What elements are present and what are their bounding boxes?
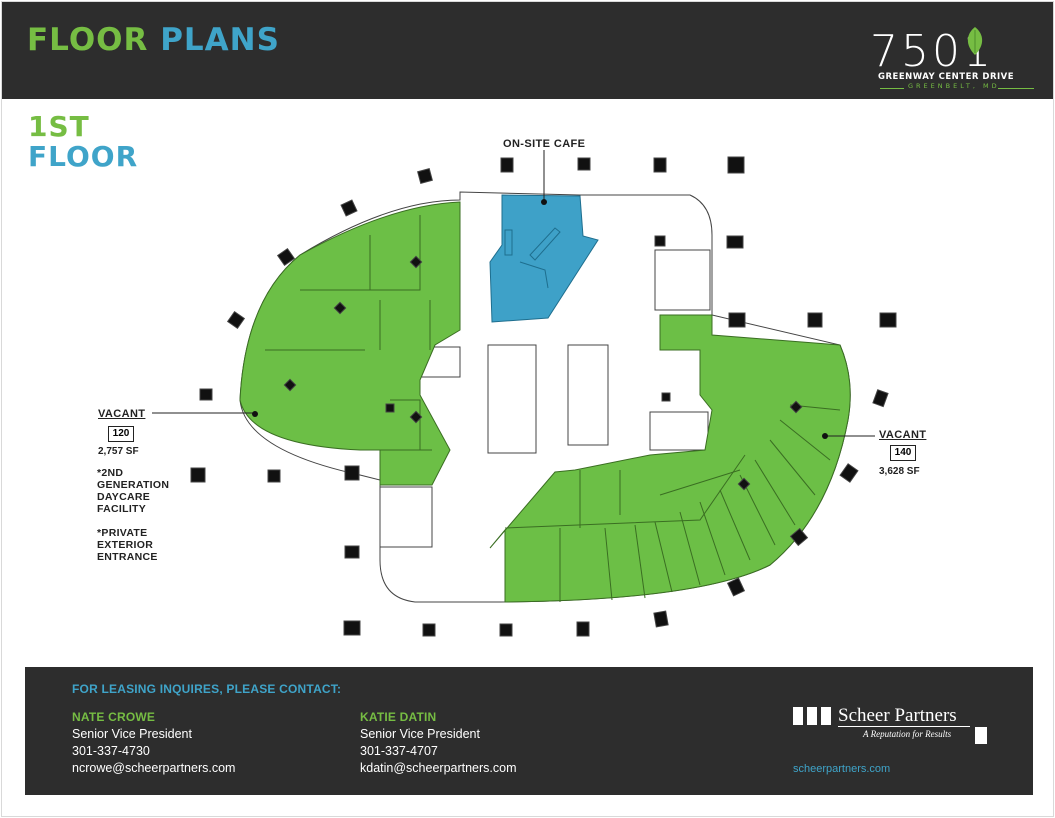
suite-120-number: 120 [108,426,134,442]
brand-tagline: A Reputation for Results [863,729,952,739]
contact-title: Senior Vice President [72,727,192,741]
contact-card: KATIE DATIN Senior Vice President 301-33… [360,710,517,775]
logo-divider-right [998,88,1034,89]
logo-block [793,707,803,725]
floor-word: FLOOR [28,140,139,173]
scheer-partners-logo: Scheer Partners A Reputation for Results [793,705,989,747]
page-title: FLOOR PLANS [27,22,280,58]
brand-url[interactable]: scheerpartners.com [793,763,891,775]
logo-block [807,707,817,725]
footer-heading: FOR LEASING INQUIRES, PLEASE CONTACT: [72,682,342,696]
floor-plan-drawing [152,150,897,637]
suite-120-note-entrance: *PRIVATE EXTERIOR ENTRANCE [97,527,158,563]
logo-number: 7501 [870,26,994,77]
suite-120-status: VACANT [98,408,146,420]
cafe-label: ON-SITE CAFE [503,138,586,150]
suite-120-area-label: 2,757 SF [98,446,139,457]
contact-card: NATE CROWE Senior Vice President 301-337… [72,710,235,775]
floor-plan: ON-SITE CAFE VACANT 120 2,757 SF *2ND GE… [0,99,1055,667]
suite-140-area-label: 3,628 SF [879,466,920,477]
logo-underline [838,726,970,727]
brand-name: Scheer Partners [838,705,957,726]
logo-block [821,707,831,725]
header-bar: FLOOR PLANS 7501 GREENWAY CENTER DRIVE G… [2,2,1053,99]
contact-footer: FOR LEASING INQUIRES, PLEASE CONTACT: NA… [25,667,1033,795]
building-logo: 7501 GREENWAY CENTER DRIVE GREENBELT, MD [870,26,1036,96]
contact-title: Senior Vice President [360,727,480,741]
leaf-icon [967,27,983,55]
contact-name: NATE CROWE [72,710,156,724]
suite-120-note-daycare: *2ND GENERATION DAYCARE FACILITY [97,467,170,515]
logo-divider-left [880,88,904,89]
logo-block [975,727,987,744]
suite-120-area [239,201,461,486]
contact-phone[interactable]: 301-337-4730 [72,744,150,758]
suite-140-status: VACANT [879,429,927,441]
logo-street: GREENWAY CENTER DRIVE [878,72,1015,82]
cafe-area [489,194,599,323]
floor-heading: 1ST FLOOR [28,112,138,172]
title-word-plans: PLANS [160,22,280,58]
title-word-floor: FLOOR [27,22,149,58]
logo-city: GREENBELT, MD [908,82,1000,90]
contact-email[interactable]: kdatin@scheerpartners.com [360,761,517,775]
contact-email[interactable]: ncrowe@scheerpartners.com [72,761,236,775]
suite-140-area [489,314,851,603]
floor-number: 1ST [28,110,90,143]
contact-name: KATIE DATIN [360,710,437,724]
contact-phone[interactable]: 301-337-4707 [360,744,438,758]
suite-140-number: 140 [890,445,916,461]
